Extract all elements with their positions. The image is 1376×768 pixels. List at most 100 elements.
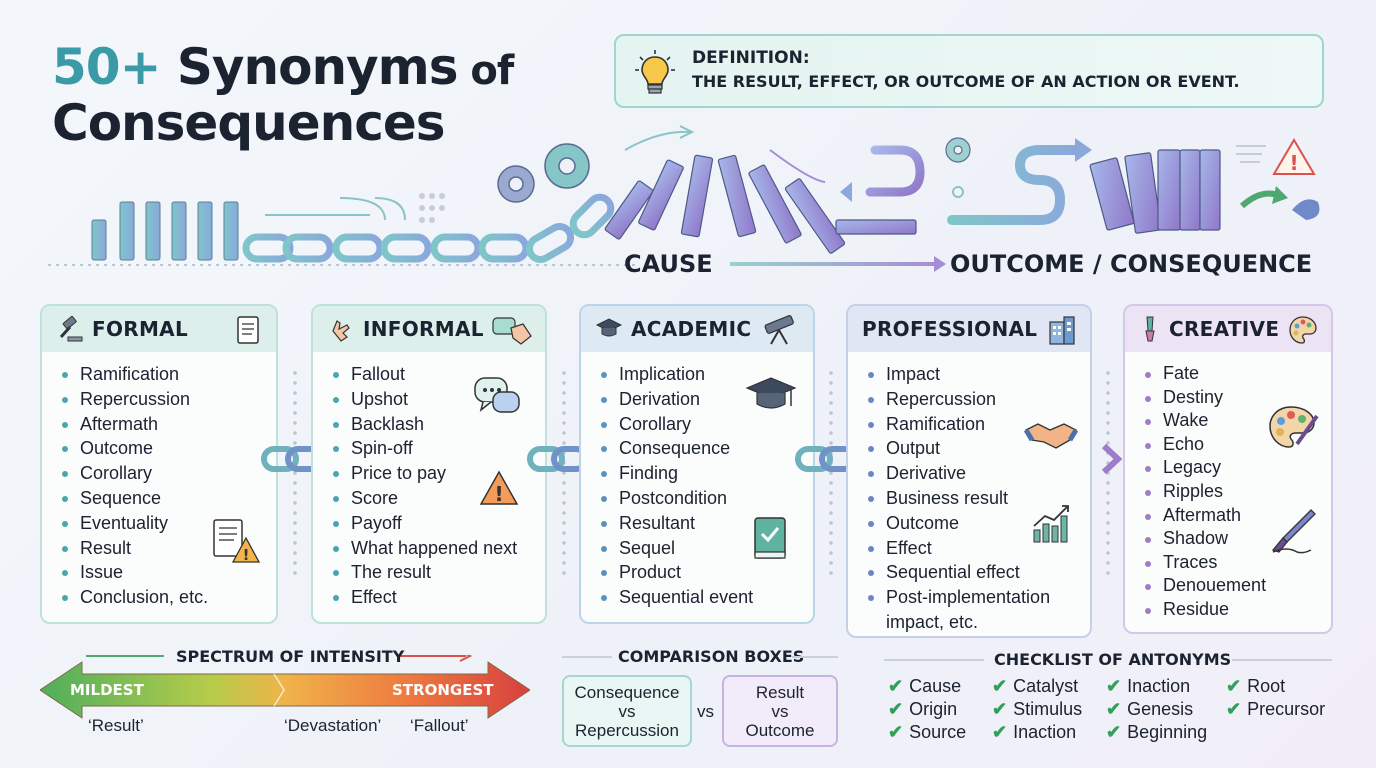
list-item: Spin-off bbox=[331, 436, 545, 461]
comparison-vs: vs bbox=[771, 702, 789, 721]
chat-icon bbox=[492, 317, 532, 345]
list-item: Fate bbox=[1143, 362, 1331, 386]
domino-stack bbox=[1089, 149, 1221, 234]
card-title-informal: INFORMAL bbox=[363, 317, 484, 341]
list-item: Post-implementation bbox=[866, 585, 1090, 610]
svg-text:!: ! bbox=[243, 546, 250, 564]
list-item: Repercussion bbox=[60, 387, 276, 412]
antonym-item: ✔Beginning bbox=[1106, 722, 1208, 742]
list-item: Corollary bbox=[599, 412, 813, 437]
warning-icon: ! bbox=[479, 470, 519, 506]
check-icon: ✔ bbox=[1106, 722, 1122, 742]
synonym-list-formal: Ramification Repercussion Aftermath Outc… bbox=[42, 352, 276, 610]
comparison-vs: vs bbox=[618, 702, 636, 721]
check-icon: ✔ bbox=[992, 722, 1008, 742]
card-title-formal: FORMAL bbox=[92, 317, 188, 341]
divider-dots bbox=[562, 368, 566, 578]
card-title-professional: PROFESSIONAL bbox=[862, 317, 1038, 341]
list-item: Effect bbox=[866, 536, 1090, 561]
divider bbox=[1232, 659, 1332, 661]
list-item: Sequential effect bbox=[866, 560, 1090, 585]
list-item: Echo bbox=[1143, 433, 1331, 457]
brush-icon bbox=[1145, 316, 1155, 342]
list-item: Residue bbox=[1143, 598, 1331, 622]
list-item: Upshot bbox=[331, 387, 545, 412]
gear-icon bbox=[945, 137, 971, 163]
cause-effect-illustration: ! bbox=[48, 125, 1320, 266]
growth-chart-icon bbox=[1033, 505, 1069, 543]
building-icon bbox=[1049, 316, 1075, 345]
list-item: Business result bbox=[866, 486, 1090, 511]
scroll-icon bbox=[237, 316, 259, 344]
hand-icon bbox=[332, 320, 350, 342]
list-item: Conclusion, etc. bbox=[60, 585, 276, 610]
card-header-informal: INFORMAL bbox=[313, 306, 545, 352]
spectrum-example-mild: ‘Result’ bbox=[88, 716, 144, 735]
list-item: Score bbox=[331, 486, 545, 511]
check-icon: ✔ bbox=[888, 699, 904, 719]
list-item: Wake bbox=[1143, 409, 1331, 433]
paintbrush-icon bbox=[1271, 509, 1316, 554]
comparison-term: Result bbox=[755, 683, 805, 702]
card-header-academic: ACADEMIC bbox=[581, 306, 813, 352]
cause-to-outcome-arrow bbox=[730, 256, 946, 272]
spectrum-title: SPECTRUM OF INTENSITY bbox=[176, 647, 405, 666]
cause-label: CAUSE bbox=[624, 250, 713, 278]
category-card-formal: FORMAL Ramification Repercussion Afterma… bbox=[40, 304, 278, 624]
svg-text:!: ! bbox=[1289, 151, 1298, 175]
list-item: Traces bbox=[1143, 551, 1331, 575]
antonym-item: ✔Cause bbox=[888, 676, 962, 696]
warning-icon: ! bbox=[1272, 138, 1316, 175]
list-item: Corollary bbox=[60, 461, 276, 486]
list-item: Derivation bbox=[599, 387, 813, 412]
list-item: Ramification bbox=[866, 412, 1090, 437]
antonym-item: ✔Inaction bbox=[992, 722, 1077, 742]
list-item: Impact bbox=[866, 362, 1090, 387]
speech-bubble-icon bbox=[474, 377, 520, 413]
card-title-creative: CREATIVE bbox=[1169, 317, 1280, 341]
check-icon: ✔ bbox=[1106, 676, 1122, 696]
graduation-cap-icon bbox=[595, 318, 623, 337]
check-icon: ✔ bbox=[1106, 699, 1122, 719]
card-title-academic: ACADEMIC bbox=[631, 317, 752, 341]
list-item: Destiny bbox=[1143, 386, 1331, 410]
list-item: Price to pay bbox=[331, 461, 545, 486]
list-item: Payoff bbox=[331, 511, 545, 536]
comparison-term: Outcome bbox=[745, 721, 815, 740]
palette-icon bbox=[1289, 316, 1317, 344]
antonym-item: ✔Inaction bbox=[1106, 676, 1191, 696]
card-header-formal: FORMAL bbox=[42, 306, 276, 352]
page-title: 50+ Synonyms of Consequences bbox=[52, 42, 612, 148]
check-icon: ✔ bbox=[1226, 699, 1242, 719]
divider-dots bbox=[1106, 368, 1110, 578]
check-icon: ✔ bbox=[1226, 676, 1242, 696]
category-card-informal: INFORMAL Fallout Upshot Backlash Spin-of… bbox=[311, 304, 547, 624]
divider bbox=[792, 656, 838, 658]
card-header-professional: PROFESSIONAL bbox=[848, 306, 1090, 352]
antonym-item: ✔Catalyst bbox=[992, 676, 1079, 696]
antonyms-title: CHECKLIST OF ANTONYMS bbox=[994, 650, 1232, 669]
category-card-creative: CREATIVE Fate Destiny Wake Echo Legacy R… bbox=[1123, 304, 1333, 634]
list-item: What happened next bbox=[331, 536, 545, 561]
book-check-icon bbox=[754, 517, 786, 559]
definition-label: DEFINITION: bbox=[692, 48, 810, 68]
check-icon: ✔ bbox=[992, 699, 1008, 719]
mildest-label: MILDEST bbox=[70, 681, 144, 699]
list-item: Derivative bbox=[866, 461, 1090, 486]
list-item: Issue bbox=[60, 560, 276, 585]
list-item: Outcome bbox=[60, 436, 276, 461]
synonym-list-professional: Impact Repercussion Ramification Output … bbox=[848, 352, 1090, 635]
chain-links bbox=[242, 193, 615, 263]
spectrum-guide-lines bbox=[86, 655, 473, 662]
gavel-icon bbox=[59, 315, 83, 342]
antonym-item: ✔Precursor bbox=[1226, 699, 1326, 719]
comparison-title: COMPARISON BOXES bbox=[618, 647, 805, 666]
antonym-item: ✔Root bbox=[1226, 676, 1286, 696]
divider-dots bbox=[293, 368, 297, 578]
synonym-list-creative: Fate Destiny Wake Echo Legacy Ripples Af… bbox=[1125, 352, 1331, 622]
palette-icon bbox=[1269, 406, 1319, 448]
synonym-list-informal: Fallout Upshot Backlash Spin-off Price t… bbox=[313, 352, 545, 610]
title-word: Synonyms bbox=[160, 38, 459, 96]
strongest-label: STRONGEST bbox=[392, 681, 494, 699]
list-item: Shadow bbox=[1143, 527, 1331, 551]
